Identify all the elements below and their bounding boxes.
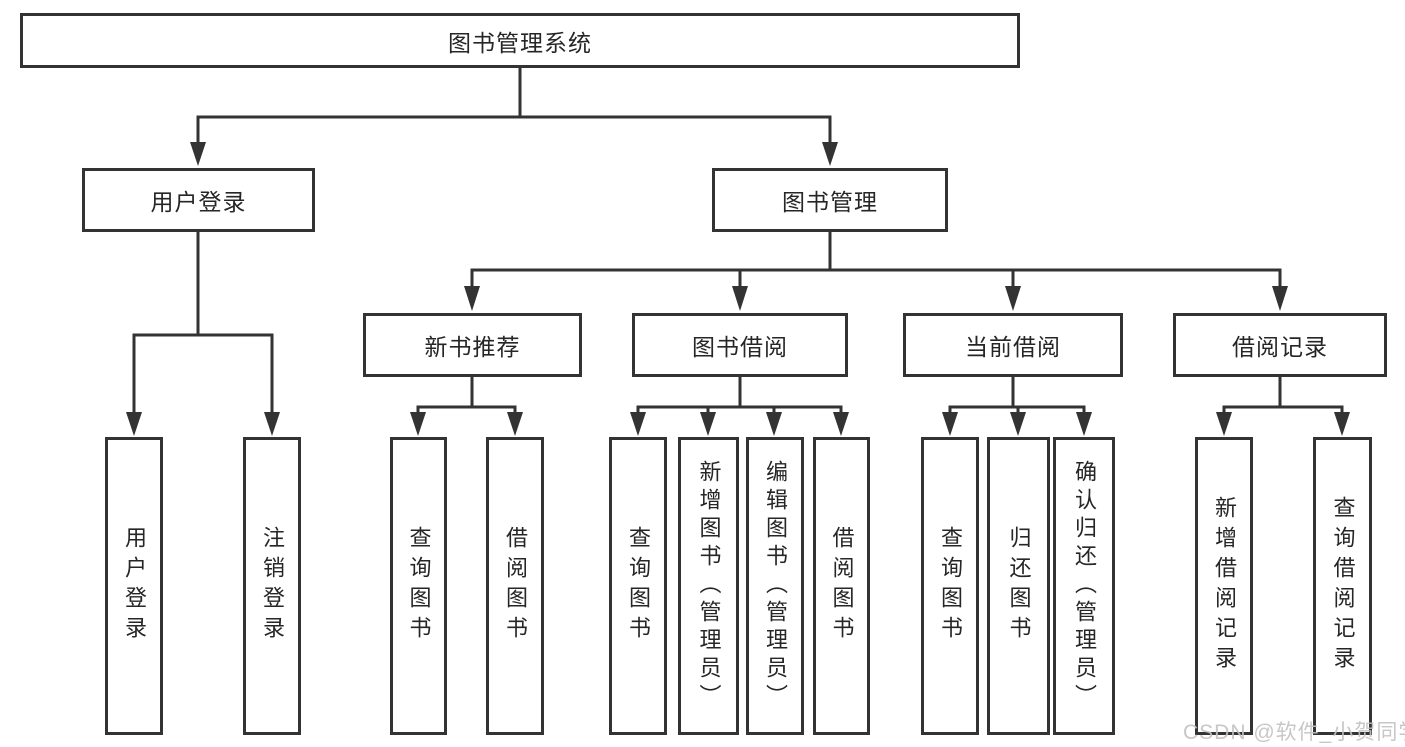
leaf-user-login: 用户登录 bbox=[105, 437, 163, 735]
leaf-logout-label: 注销登录 bbox=[260, 526, 285, 646]
node-borrowing-records: 借阅记录 bbox=[1173, 313, 1387, 377]
node-book-management-label: 图书管理 bbox=[782, 189, 878, 215]
node-new-book-recommendation: 新书推荐 bbox=[363, 313, 582, 377]
node-book-borrowing-label: 图书借阅 bbox=[692, 334, 788, 360]
node-new-book-recommendation-label: 新书推荐 bbox=[424, 334, 521, 360]
node-current-borrowing-label: 当前借阅 bbox=[965, 334, 1061, 360]
leaf-query-books-recommend-label: 查询图书 bbox=[406, 526, 432, 646]
leaf-query-books-borrowing: 查询图书 bbox=[609, 437, 667, 735]
node-book-borrowing: 图书借阅 bbox=[632, 313, 848, 377]
leaf-add-book-admin-label: 新增图书（管理员） bbox=[696, 460, 722, 712]
leaf-borrow-books-borrowing: 借阅图书 bbox=[813, 437, 870, 735]
leaf-confirm-return-admin-label: 确认归还（管理员） bbox=[1072, 460, 1097, 712]
node-book-management: 图书管理 bbox=[712, 168, 948, 232]
node-user-login-label: 用户登录 bbox=[150, 189, 247, 215]
leaf-borrow-books-recommend-label: 借阅图书 bbox=[503, 526, 528, 646]
leaf-edit-book-admin: 编辑图书（管理员） bbox=[746, 437, 804, 735]
leaf-query-borrow-record: 查询借阅记录 bbox=[1313, 437, 1372, 735]
node-borrowing-records-label: 借阅记录 bbox=[1232, 334, 1328, 360]
leaf-query-books-borrowing-label: 查询图书 bbox=[626, 526, 651, 646]
leaf-borrow-books-borrowing-label: 借阅图书 bbox=[829, 526, 855, 646]
node-user-login: 用户登录 bbox=[82, 168, 315, 232]
connector-arrowheads bbox=[126, 142, 1350, 436]
leaf-add-book-admin: 新增图书（管理员） bbox=[678, 437, 739, 735]
leaf-confirm-return-admin: 确认归还（管理员） bbox=[1053, 437, 1115, 735]
leaf-return-books-label: 归还图书 bbox=[1006, 526, 1032, 646]
leaf-borrow-books-recommend: 借阅图书 bbox=[486, 437, 544, 735]
leaf-query-books-current: 查询图书 bbox=[921, 437, 979, 735]
leaf-return-books: 归还图书 bbox=[987, 437, 1050, 735]
leaf-query-books-current-label: 查询图书 bbox=[938, 526, 963, 646]
leaf-user-login-label: 用户登录 bbox=[122, 526, 147, 646]
node-current-borrowing: 当前借阅 bbox=[903, 313, 1123, 377]
csdn-watermark: CSDN @软件_小贺同学 bbox=[1183, 721, 1405, 744]
leaf-query-borrow-record-label: 查询借阅记录 bbox=[1330, 496, 1356, 676]
leaf-edit-book-admin-label: 编辑图书（管理员） bbox=[763, 460, 788, 712]
node-library-system-label: 图书管理系统 bbox=[448, 29, 592, 56]
leaf-query-books-recommend: 查询图书 bbox=[390, 437, 447, 735]
leaf-add-borrow-record-label: 新增借阅记录 bbox=[1212, 496, 1237, 676]
node-library-system: 图书管理系统 bbox=[20, 13, 1020, 68]
leaf-logout: 注销登录 bbox=[243, 437, 301, 735]
leaf-add-borrow-record: 新增借阅记录 bbox=[1195, 437, 1253, 735]
